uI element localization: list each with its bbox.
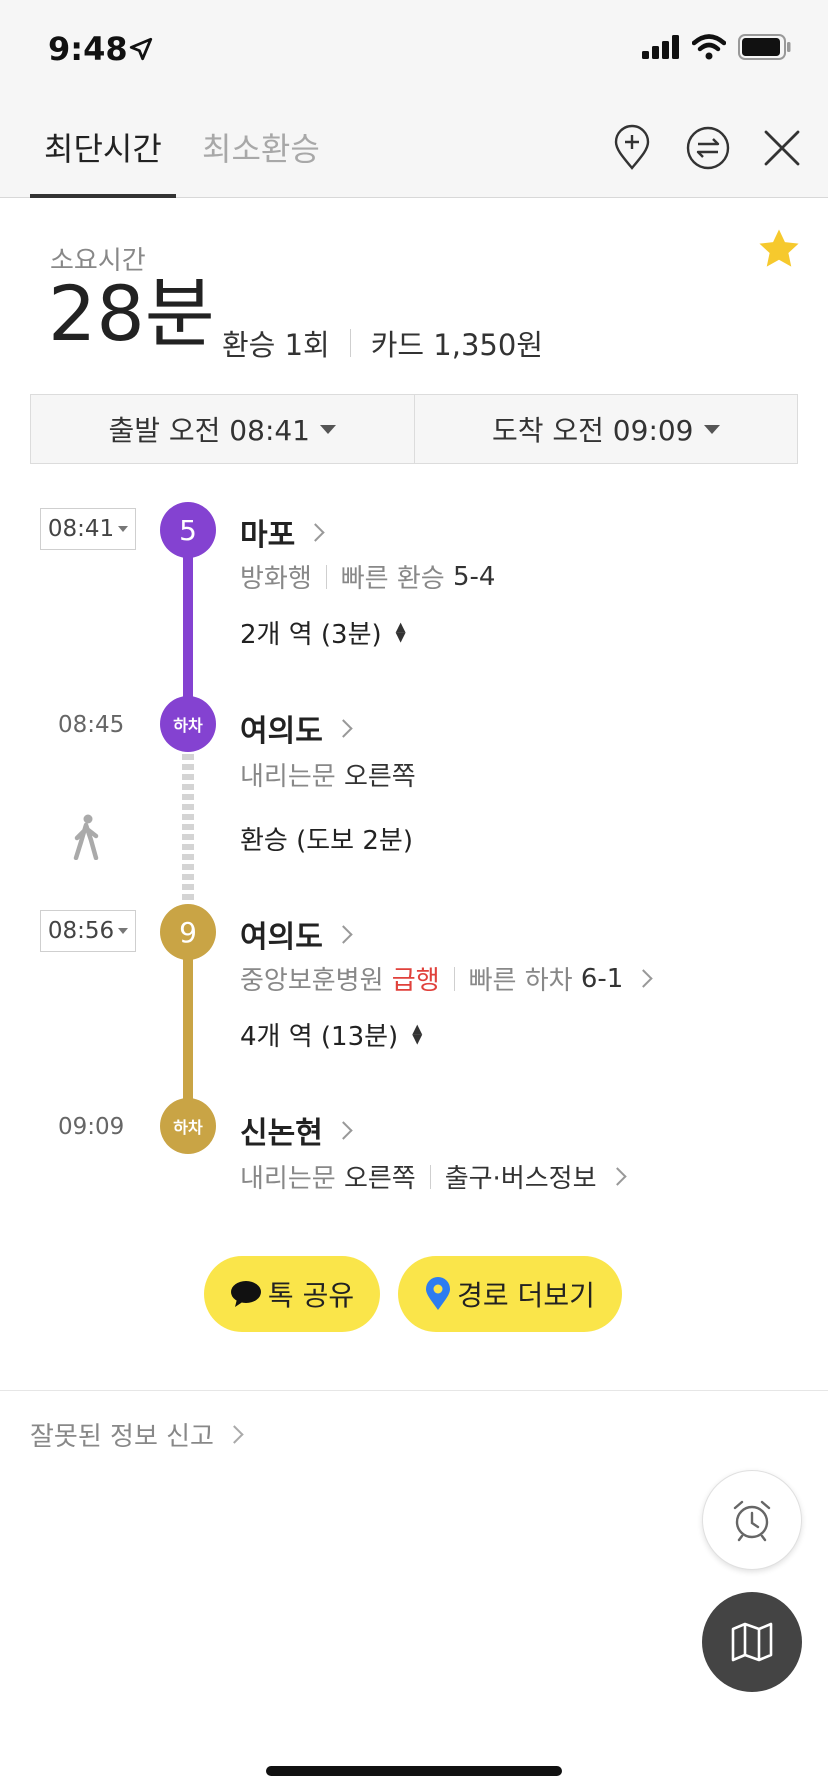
wifi-icon [692, 34, 726, 60]
signal-icon [642, 35, 679, 59]
transfer-walk-info: 환승 (도보 2분) [240, 826, 413, 856]
caret-down-icon [118, 526, 129, 532]
divider [325, 564, 327, 589]
duration-label: 소요시간 [50, 246, 146, 276]
chevron-right-icon [334, 718, 353, 738]
chevron-right-icon [607, 1167, 627, 1186]
map-view-button[interactable] [702, 1592, 802, 1692]
line9-badge: 9 [160, 904, 216, 960]
door-info: 내리는문 오른쪽 [240, 762, 416, 792]
map-pin-icon [426, 1277, 451, 1310]
station-count-toggle[interactable]: 4개 역 (13분)▲▼ [240, 1021, 423, 1052]
talk-share-button[interactable]: 톡 공유 [204, 1256, 380, 1332]
more-routes-button[interactable]: 경로 더보기 [398, 1256, 622, 1332]
status-time: 9:48 [48, 30, 128, 68]
chevron-right-icon[interactable] [634, 969, 654, 988]
station-sinnonhyeon[interactable]: 신논현 [240, 1108, 353, 1152]
caret-down-icon [118, 928, 129, 934]
walking-track [182, 754, 194, 904]
arrival-time: 09:09 [58, 1114, 125, 1140]
departure-time-select[interactable]: 08:41 [40, 508, 136, 550]
alight-badge: 하차 [160, 696, 216, 752]
walking-person-icon [73, 814, 99, 860]
add-waypoint-icon[interactable] [608, 124, 656, 172]
swap-route-icon[interactable] [684, 124, 732, 172]
chevron-right-icon [306, 522, 325, 542]
map-icon [731, 1622, 773, 1662]
station-count-toggle[interactable]: 2개 역 (3분)▲▼ [240, 619, 406, 650]
route-summary: 환승 1회 카드 1,350원 [222, 322, 543, 364]
tab-fewest-transfers[interactable]: 최소환승 [202, 130, 320, 168]
transfer-time-select[interactable]: 08:56 [40, 910, 136, 952]
report-wrong-info-link[interactable]: 잘못된 정보 신고 [30, 1416, 244, 1453]
chevron-right-icon [334, 924, 353, 944]
expand-icon: ▲▼ [412, 1021, 423, 1047]
station-mapo[interactable]: 마포 [240, 510, 325, 554]
caret-down-icon [703, 424, 720, 434]
top-header: 9:48 최단시간 최소환승 [0, 0, 828, 198]
arrival-time-dropdown[interactable]: 도착 오전 09:09 [415, 395, 798, 463]
station-yeouido-line9[interactable]: 여의도 [240, 912, 353, 956]
active-tab-underline [30, 194, 176, 198]
alight-badge: 하차 [160, 1098, 216, 1154]
divider [429, 1164, 431, 1189]
alarm-clock-icon [733, 1500, 771, 1542]
speech-bubble-icon [230, 1281, 261, 1307]
total-duration: 28분 [48, 269, 215, 358]
alight-time: 08:45 [58, 712, 125, 738]
battery-icon [738, 34, 791, 60]
line5-track [183, 520, 193, 706]
home-indicator [266, 1766, 562, 1776]
tab-shortest-time[interactable]: 최단시간 [44, 130, 162, 168]
time-selector: 출발 오전 08:41 도착 오전 09:09 [30, 394, 798, 464]
alarm-button[interactable] [702, 1470, 802, 1570]
departure-time-dropdown[interactable]: 출발 오전 08:41 [31, 395, 415, 463]
divider [349, 329, 351, 357]
line9-track [183, 922, 193, 1108]
caret-down-icon [320, 424, 337, 434]
section-divider [0, 1390, 828, 1391]
status-icons [642, 34, 792, 60]
chevron-right-icon [334, 1120, 353, 1140]
station-yeouido[interactable]: 여의도 [240, 706, 353, 750]
transfer-count: 환승 1회 [222, 328, 330, 362]
close-icon[interactable] [758, 124, 806, 172]
location-arrow-icon [129, 37, 153, 61]
favorite-star-icon[interactable] [756, 226, 802, 272]
exit-bus-info-link[interactable]: 출구·버스정보 [444, 1164, 597, 1194]
chevron-right-icon [225, 1425, 244, 1444]
fare: 카드 1,350원 [370, 328, 543, 362]
divider [453, 966, 455, 991]
expand-icon: ▲▼ [395, 619, 406, 645]
line5-badge: 5 [160, 502, 216, 558]
